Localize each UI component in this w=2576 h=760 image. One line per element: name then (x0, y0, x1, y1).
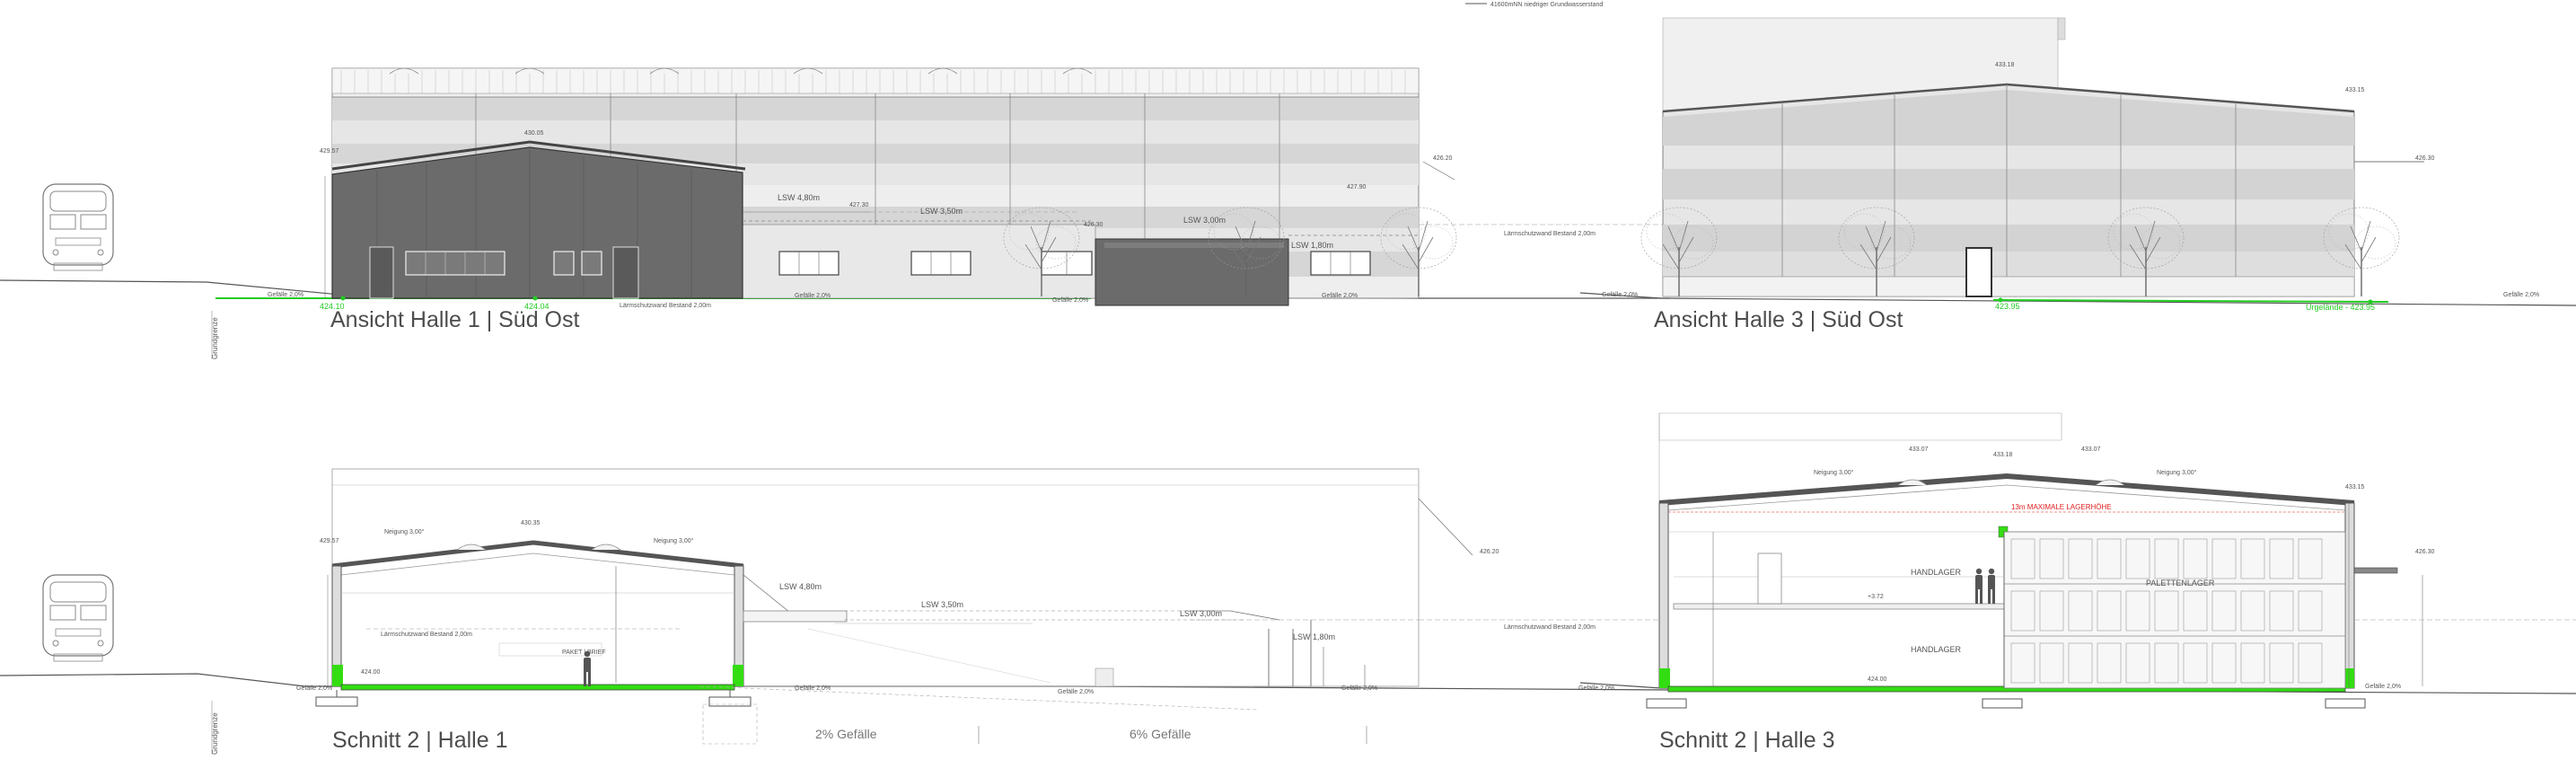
level-marker: 426.30 (2415, 155, 2435, 162)
gefaelle-label: Gefälle 2,0% (296, 685, 332, 692)
section-halle3: Neigung 3,00° Neigung 3,00° 433.18 433.0… (1419, 412, 2576, 709)
level-marker: 426.30 (2415, 549, 2435, 555)
room-label: PAKET | BRIEF (562, 650, 606, 656)
level-marker: +3.72 (1868, 594, 1884, 600)
level-marker: 430.05 (524, 130, 544, 137)
level-marker-green: 424.10 (320, 302, 345, 311)
slope-label: 6% Gefälle (1130, 727, 1191, 741)
legend-text: 41600mNN niedriger Grundwasserstand (1490, 2, 1603, 8)
level-marker: 433.15 (2345, 87, 2365, 93)
lsw-label: LSW 4,80m (778, 193, 820, 202)
level-marker: 426.20 (1433, 155, 1453, 162)
level-marker: 426.30 (1084, 222, 1103, 228)
wall-label: Lärmschutzwand Bestand 2,00m (620, 303, 711, 309)
level-marker: 426.20 (1480, 549, 1499, 555)
level-marker: 433.07 (1909, 446, 1929, 453)
wall-label: Lärmschutzwand Bestand 2,00m (1504, 624, 1596, 631)
level-marker: 427.30 (849, 202, 869, 208)
gefaelle-label: Gefälle 2,0% (2365, 684, 2401, 690)
gefaelle-label: Gefälle 2,0% (2503, 292, 2539, 298)
lsw-label: LSW 1,80m (1291, 241, 1333, 250)
room-label: HANDLAGER (1911, 568, 1962, 577)
level-marker: 427.90 (1347, 184, 1367, 190)
gefaelle-label: Gefälle 2,0% (1341, 685, 1377, 692)
elevation-halle3: Gefälle 2,0% Gefälle 2,0% 423.95 Urgelän… (1579, 17, 2576, 312)
level-marker: 433.07 (2081, 446, 2101, 453)
wall-label: Lärmschutzwand Bestand 2,00m (1504, 231, 1596, 237)
property-line-labels: Grundgrenze Grundgrenze (211, 311, 219, 755)
wall-label: Lärmschutzwand Bestand 2,00m (381, 632, 472, 638)
gefaelle-label: Gefälle 2,0% (1058, 689, 1094, 695)
lsw-label: LSW 4,80m (779, 582, 822, 591)
level-marker-green: Urgelände - 423.95 (2306, 303, 2375, 312)
max-height-label: 13m MAXIMALE LAGERHÖHE (2011, 503, 2112, 511)
gefaelle-label: Gefälle 2,0% (1602, 292, 1638, 298)
gefaelle-label: Gefälle 2,0% (795, 293, 831, 299)
level-marker: 429.57 (320, 538, 339, 544)
level-marker: 424.00 (1868, 676, 1887, 683)
level-marker-green: 424.04 (524, 302, 549, 311)
legend: 41600mNN niedriger Grundwasserstand (1465, 2, 1603, 8)
gefaelle-label: Gefälle 2,0% (795, 685, 831, 692)
gefaelle-label: Gefälle 2,0% (1322, 293, 1358, 299)
gefaelle-label: Gefälle 2,0% (1578, 685, 1614, 692)
slope-label: Neigung 3,00° (1814, 469, 1854, 476)
slope-label: 2% Gefälle (815, 727, 877, 741)
grundgrenze-label: Grundgrenze (211, 712, 219, 755)
elevation-halle1: Gefälle 2,0% Gefälle 2,0% Gefälle 2,0% G… (0, 67, 1796, 311)
level-marker: 433.15 (2345, 484, 2365, 490)
room-label: HANDLAGER (1911, 645, 1962, 654)
gefaelle-label: Gefälle 2,0% (1052, 297, 1088, 304)
level-marker-green: 423.95 (1995, 302, 2020, 311)
lsw-label: LSW 3,00m (1183, 216, 1226, 225)
slope-label: Neigung 3,00° (654, 537, 694, 544)
lsw-label: LSW 3,00m (1180, 609, 1222, 618)
lsw-label: LSW 1,80m (1293, 632, 1335, 641)
section-halle1: Neigung 3,00° Neigung 3,00° 430.35 429.5… (0, 468, 1671, 745)
room-label: PALETTENLAGER (2146, 579, 2215, 588)
lsw-label: LSW 3,50m (920, 207, 963, 216)
level-marker: 433.18 (1995, 62, 2015, 68)
section-title-halle3: Schnitt 2 | Halle 3 (1659, 728, 1835, 753)
slope-label: Neigung 3,00° (384, 528, 425, 535)
view-title-halle1: Ansicht Halle 1 | Süd Ost (330, 307, 580, 332)
level-marker: 424.00 (361, 669, 381, 676)
level-marker: 429.57 (320, 148, 339, 155)
level-marker: 430.35 (521, 520, 541, 526)
section-title-halle1: Schnitt 2 | Halle 1 (332, 728, 508, 753)
view-title-halle3: Ansicht Halle 3 | Süd Ost (1654, 307, 1903, 332)
lsw-label: LSW 3,50m (921, 600, 963, 609)
gefaelle-label: Gefälle 2,0% (268, 292, 303, 298)
grundgrenze-label: Grundgrenze (211, 317, 219, 359)
slope-label: Neigung 3,00° (2157, 469, 2197, 476)
level-marker: 433.18 (1993, 452, 2013, 458)
